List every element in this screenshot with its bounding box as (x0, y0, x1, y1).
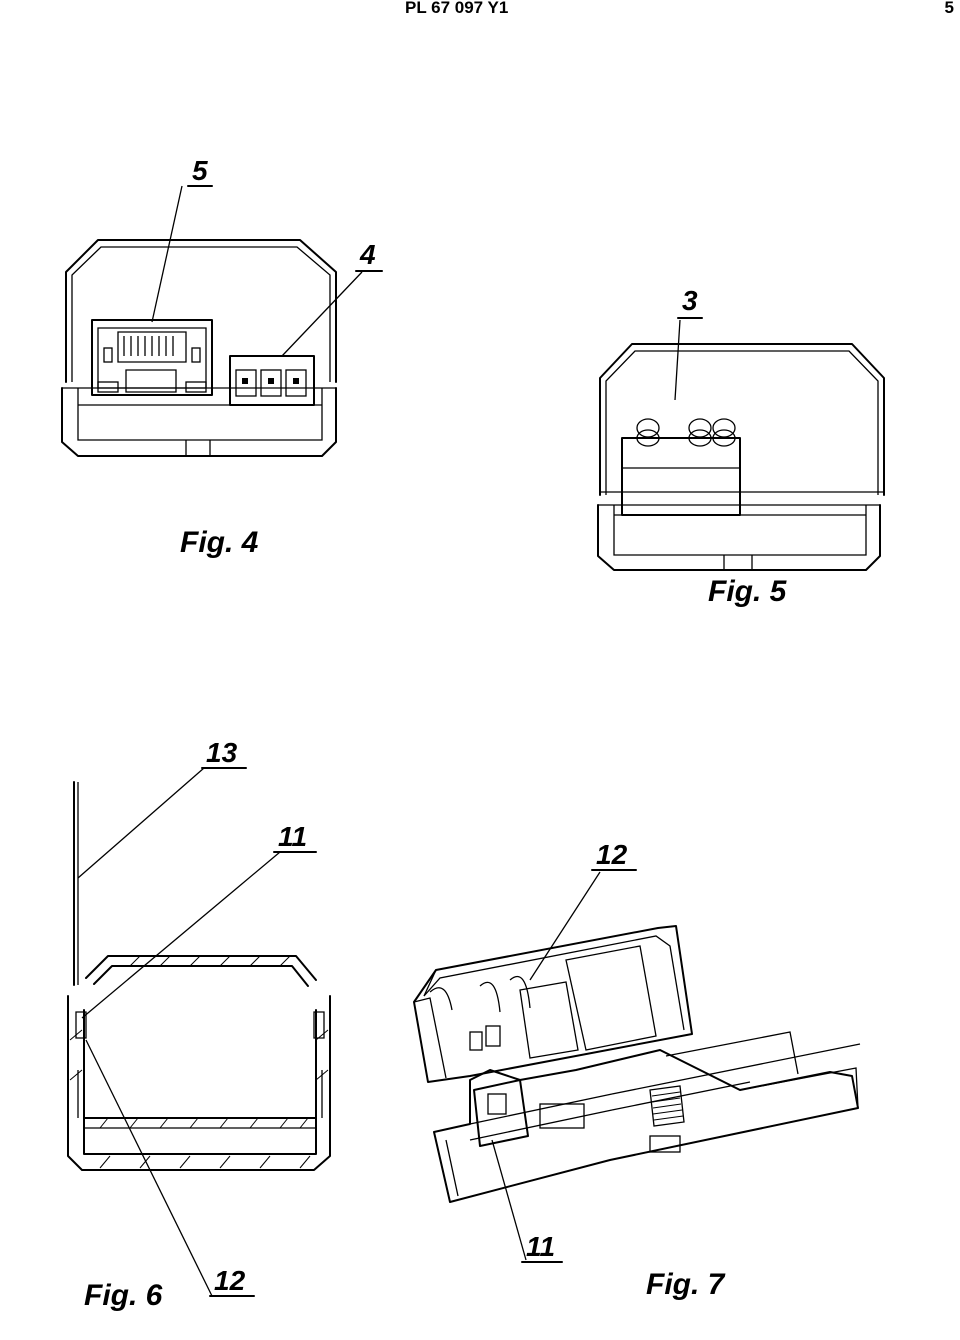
figure-6-label-13: 13 (206, 737, 238, 768)
figure-5: 3 Fig. 5 (597, 285, 885, 608)
figure-7-label-11: 11 (526, 1231, 555, 1262)
page-number: 5 (944, 0, 954, 17)
figure-7-isometric-drawing (413, 871, 861, 1261)
figure-5-housing-drawing (597, 319, 885, 571)
figure-4-label-4: 4 (359, 239, 376, 270)
figure-6-caption: Fig. 6 (84, 1279, 163, 1312)
figure-7: 12 11 Fig. 7 (413, 839, 861, 1301)
figure-7-label-12: 12 (596, 839, 628, 870)
figure-5-caption: Fig. 5 (708, 575, 788, 608)
figure-4-label-5: 5 (192, 155, 208, 186)
figure-4-caption: Fig. 4 (180, 526, 259, 559)
figure-6-label-12: 12 (214, 1265, 246, 1296)
figure-4: 5 4 Fig. 4 (61, 155, 383, 559)
figure-7-caption: Fig. 7 (646, 1268, 726, 1301)
figure-6: 13 11 12 Fig. 6 (67, 737, 331, 1312)
figure-4-housing-drawing (61, 185, 363, 457)
publication-number: PL 67 097 Y1 (405, 0, 509, 17)
figure-6-label-11: 11 (278, 821, 307, 852)
figure-5-label-3: 3 (682, 285, 698, 316)
figure-6-section-drawing (67, 767, 331, 1297)
